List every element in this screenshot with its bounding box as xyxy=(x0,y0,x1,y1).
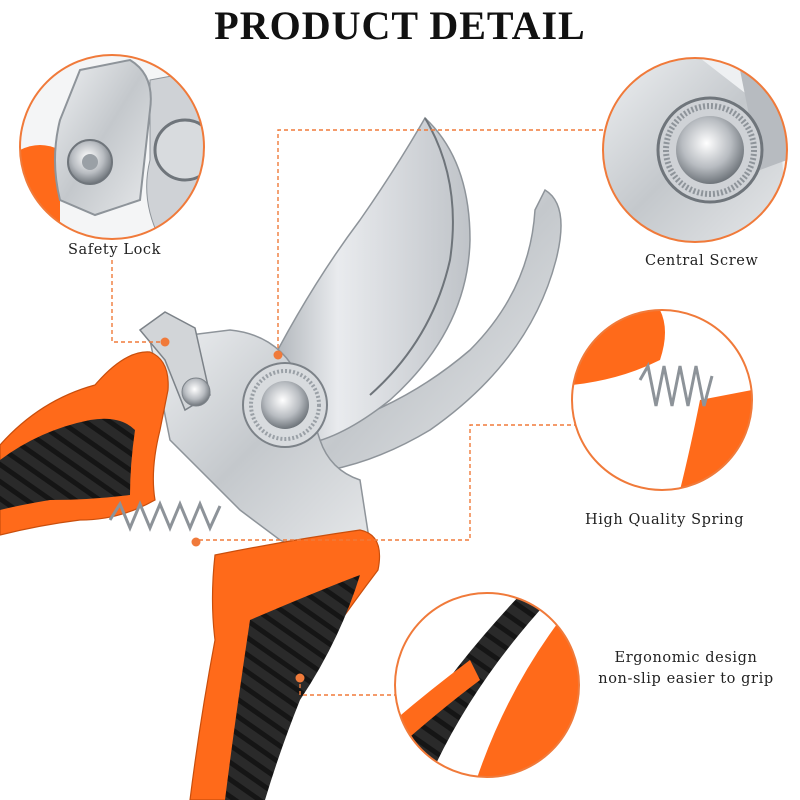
detail-grip xyxy=(394,592,580,778)
spring-main xyxy=(108,500,222,532)
upper-handle-grip xyxy=(0,418,135,510)
label-central-screw: Central Screw xyxy=(645,253,759,269)
label-safety-lock: Safety Lock xyxy=(68,242,162,258)
detail-central-screw xyxy=(602,57,788,243)
safety-lock-main xyxy=(138,311,211,412)
page-title: PRODUCT DETAIL xyxy=(214,3,586,48)
lower-handle-grip xyxy=(225,575,360,800)
cutting-blade xyxy=(249,116,471,446)
detail-safety-lock xyxy=(19,54,205,240)
label-spring: High Quality Spring xyxy=(585,512,745,528)
anvil-blade xyxy=(310,188,562,471)
label-grip-line1: Ergonomic design xyxy=(614,650,758,666)
detail-spring xyxy=(571,309,753,491)
label-grip-line2: non-slip easier to grip xyxy=(598,671,774,687)
callout-lines xyxy=(111,129,610,696)
central-screw-main xyxy=(242,362,328,448)
pruner-main xyxy=(0,116,562,800)
